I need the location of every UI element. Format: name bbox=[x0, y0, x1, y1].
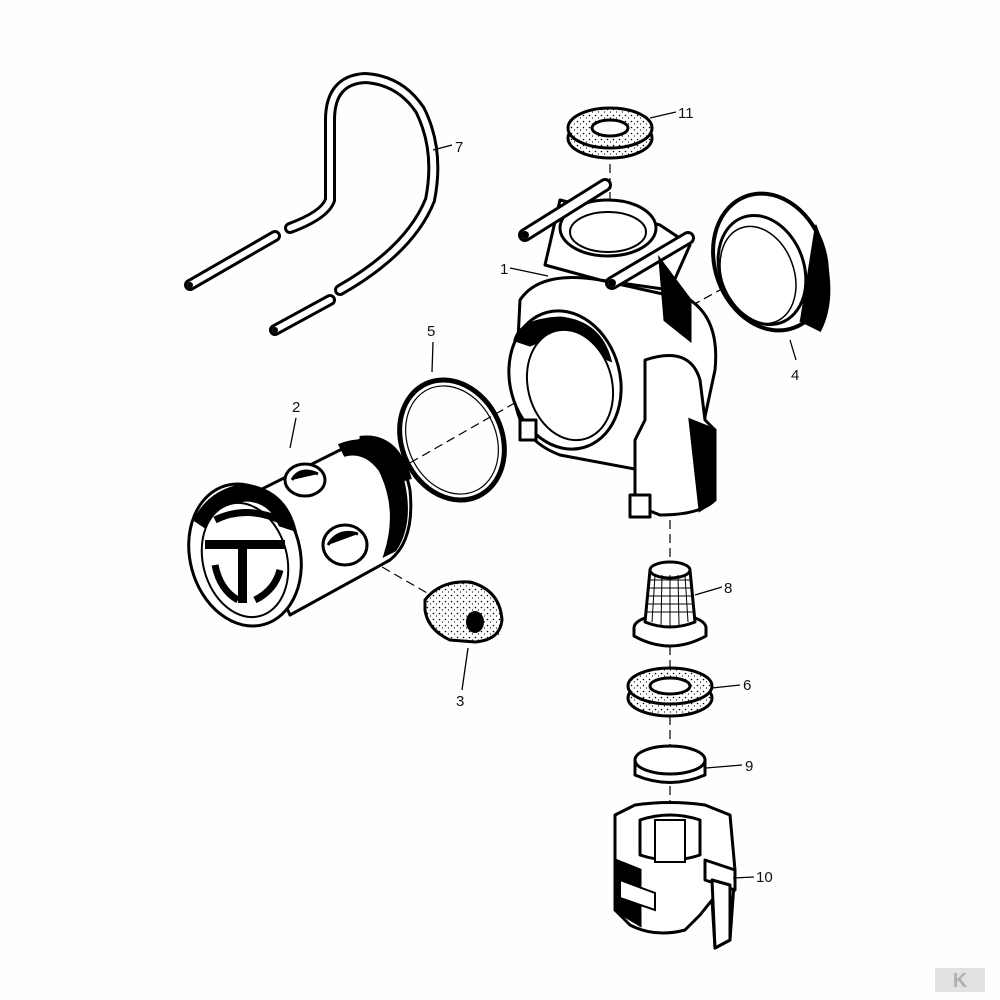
disc-icon bbox=[633, 744, 707, 784]
callout-10: 10 bbox=[756, 869, 773, 886]
washer-icon bbox=[626, 666, 714, 718]
watermark-text: K bbox=[953, 970, 968, 992]
filter-strainer-icon bbox=[632, 560, 708, 648]
valve-cartridge-icon bbox=[187, 435, 413, 628]
clamp-ring-icon bbox=[711, 191, 831, 333]
callout-labels: 1 2 3 4 5 6 7 8 9 10 11 bbox=[292, 105, 799, 886]
callout-1: 1 bbox=[500, 261, 508, 278]
o-ring-icon bbox=[397, 377, 507, 503]
top-washer-icon bbox=[566, 106, 654, 160]
callout-11: 11 bbox=[678, 105, 694, 122]
callout-5: 5 bbox=[427, 323, 435, 340]
nozzle-cap-icon bbox=[613, 801, 737, 950]
callout-7: 7 bbox=[455, 139, 463, 156]
ball-seal-icon bbox=[423, 580, 504, 644]
callout-9: 9 bbox=[745, 758, 753, 775]
callout-3: 3 bbox=[456, 693, 464, 710]
watermark-logo: K bbox=[935, 968, 985, 992]
callout-6: 6 bbox=[743, 677, 751, 694]
retaining-clip-icon bbox=[184, 71, 440, 336]
valve-body-icon bbox=[507, 178, 718, 519]
callout-2: 2 bbox=[292, 399, 300, 416]
leader-lines bbox=[289, 111, 797, 879]
callout-8: 8 bbox=[724, 580, 732, 597]
callout-4: 4 bbox=[791, 367, 799, 384]
